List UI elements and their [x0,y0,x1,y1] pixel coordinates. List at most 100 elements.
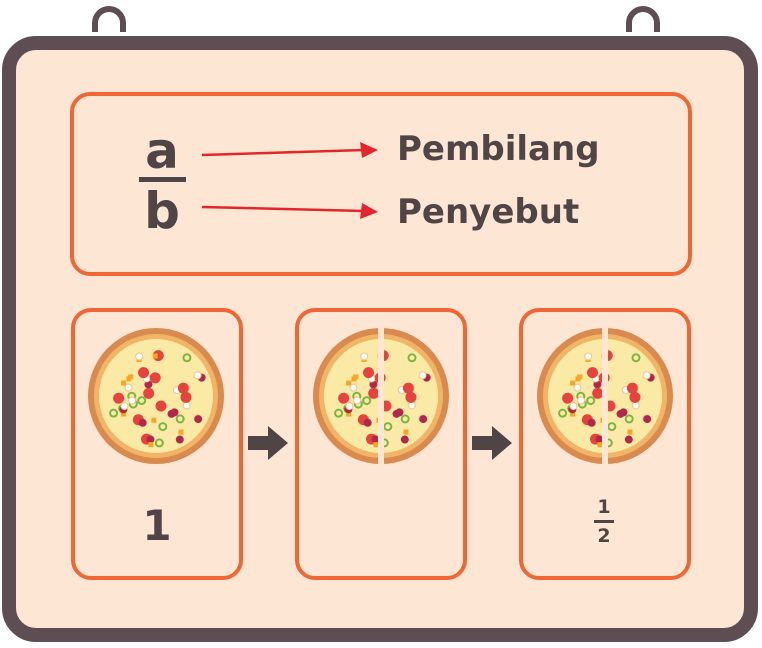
pizza-topping [138,367,150,379]
pizza-topping [373,442,379,448]
pizza-topping [143,387,155,399]
step-card-whole [71,308,243,580]
pizza-topping [584,352,593,361]
pizza-icon [313,324,449,468]
pizza-topping [624,435,633,444]
pizza-topping [138,418,147,427]
pizza-topping [643,415,652,424]
half-numerator: 1 [597,496,611,518]
pizza-topping [363,367,375,379]
pizza-topping [334,408,344,418]
pizza-topping [194,415,203,424]
pizza-topping [400,435,409,444]
pizza-topping [177,382,189,394]
pizza-topping [587,418,596,427]
step-label-whole: 1 [142,501,172,550]
pizza-topping [121,411,127,417]
pizza-topping [154,438,164,448]
pizza-topping [345,402,354,411]
pizza-topping [151,417,157,423]
pizza-topping [135,352,144,361]
pizza-topping [149,372,161,384]
pizza-topping [597,442,603,448]
pizza-topping [626,382,638,394]
pizza-topping [362,396,372,406]
pizza-topping [383,422,393,432]
step-card-half [519,308,691,580]
pizza-topping [360,352,369,361]
step-card-cut [295,308,467,580]
pizza-topping [407,353,417,363]
pizza-topping [363,418,372,427]
pizza-topping [152,353,158,359]
pizza-topping [113,392,125,404]
pizza-topping [586,396,596,406]
pizza-topping [137,396,147,406]
pizza-topping [403,429,409,435]
pizza-topping [128,374,134,380]
pizza-topping [121,380,127,386]
half-fraction-bar [594,520,614,523]
pizza-topping [368,387,380,399]
pizza-topping [353,396,362,405]
pizza-topping [405,391,417,403]
numerator-pointer-arrow-icon [201,142,378,158]
pizza-topping [178,429,184,435]
pizza-topping [624,414,634,424]
pizza-topping [155,400,167,412]
pizza-topping [595,435,604,444]
pizza-topping [109,408,119,418]
pizza-topping [146,435,155,444]
half-denominator: 2 [597,525,611,547]
pizza-topping [629,391,641,403]
fraction-bar [139,177,186,182]
pizza-topping [128,396,137,405]
pizza-topping [592,387,604,399]
pizza-topping [120,402,129,411]
pizza-topping [577,396,586,405]
pizza-topping [587,367,599,379]
pizza-topping [346,380,352,386]
pizza-topping [349,383,358,392]
pizza-topping [570,380,576,386]
hanging-hook-right [626,6,660,32]
pizza-topping [419,415,428,424]
pizza-icon [537,324,673,468]
pizza-topping [353,374,359,380]
pizza-topping [338,392,350,404]
cut-line [378,324,384,468]
cut-line [602,324,608,468]
pizza-topping [642,371,651,380]
numerator-term: Pembilang [397,129,600,169]
denominator-pointer-arrow-icon [201,203,378,219]
right-arrow-icon [248,426,288,460]
pizza-topping [577,374,583,380]
denominator-term: Penyebut [397,192,580,232]
pizza-topping [562,392,574,404]
pizza-topping [175,435,184,444]
pizza-topping [182,353,192,363]
hanging-hook-left [92,6,126,32]
pizza-topping [124,383,133,392]
pizza-topping [400,414,410,424]
right-arrow-icon [472,426,512,460]
pizza-topping [158,422,168,432]
denominator-letter: b [144,182,180,240]
pizza-topping [346,411,352,417]
pizza-topping [167,409,176,418]
pizza-icon [88,328,224,464]
pizza-topping [407,401,416,410]
pizza-topping [573,383,582,392]
numerator-letter: a [145,122,179,180]
pizza-topping [569,402,578,411]
pizza-topping [631,353,641,363]
pizza-topping [180,391,192,403]
pizza-topping [402,382,414,394]
pizza-topping [631,401,640,410]
pizza-topping [175,414,185,424]
pizza-topping [616,409,625,418]
pizza-topping [627,429,633,435]
pizza-topping [371,435,380,444]
definition-card [70,92,692,276]
